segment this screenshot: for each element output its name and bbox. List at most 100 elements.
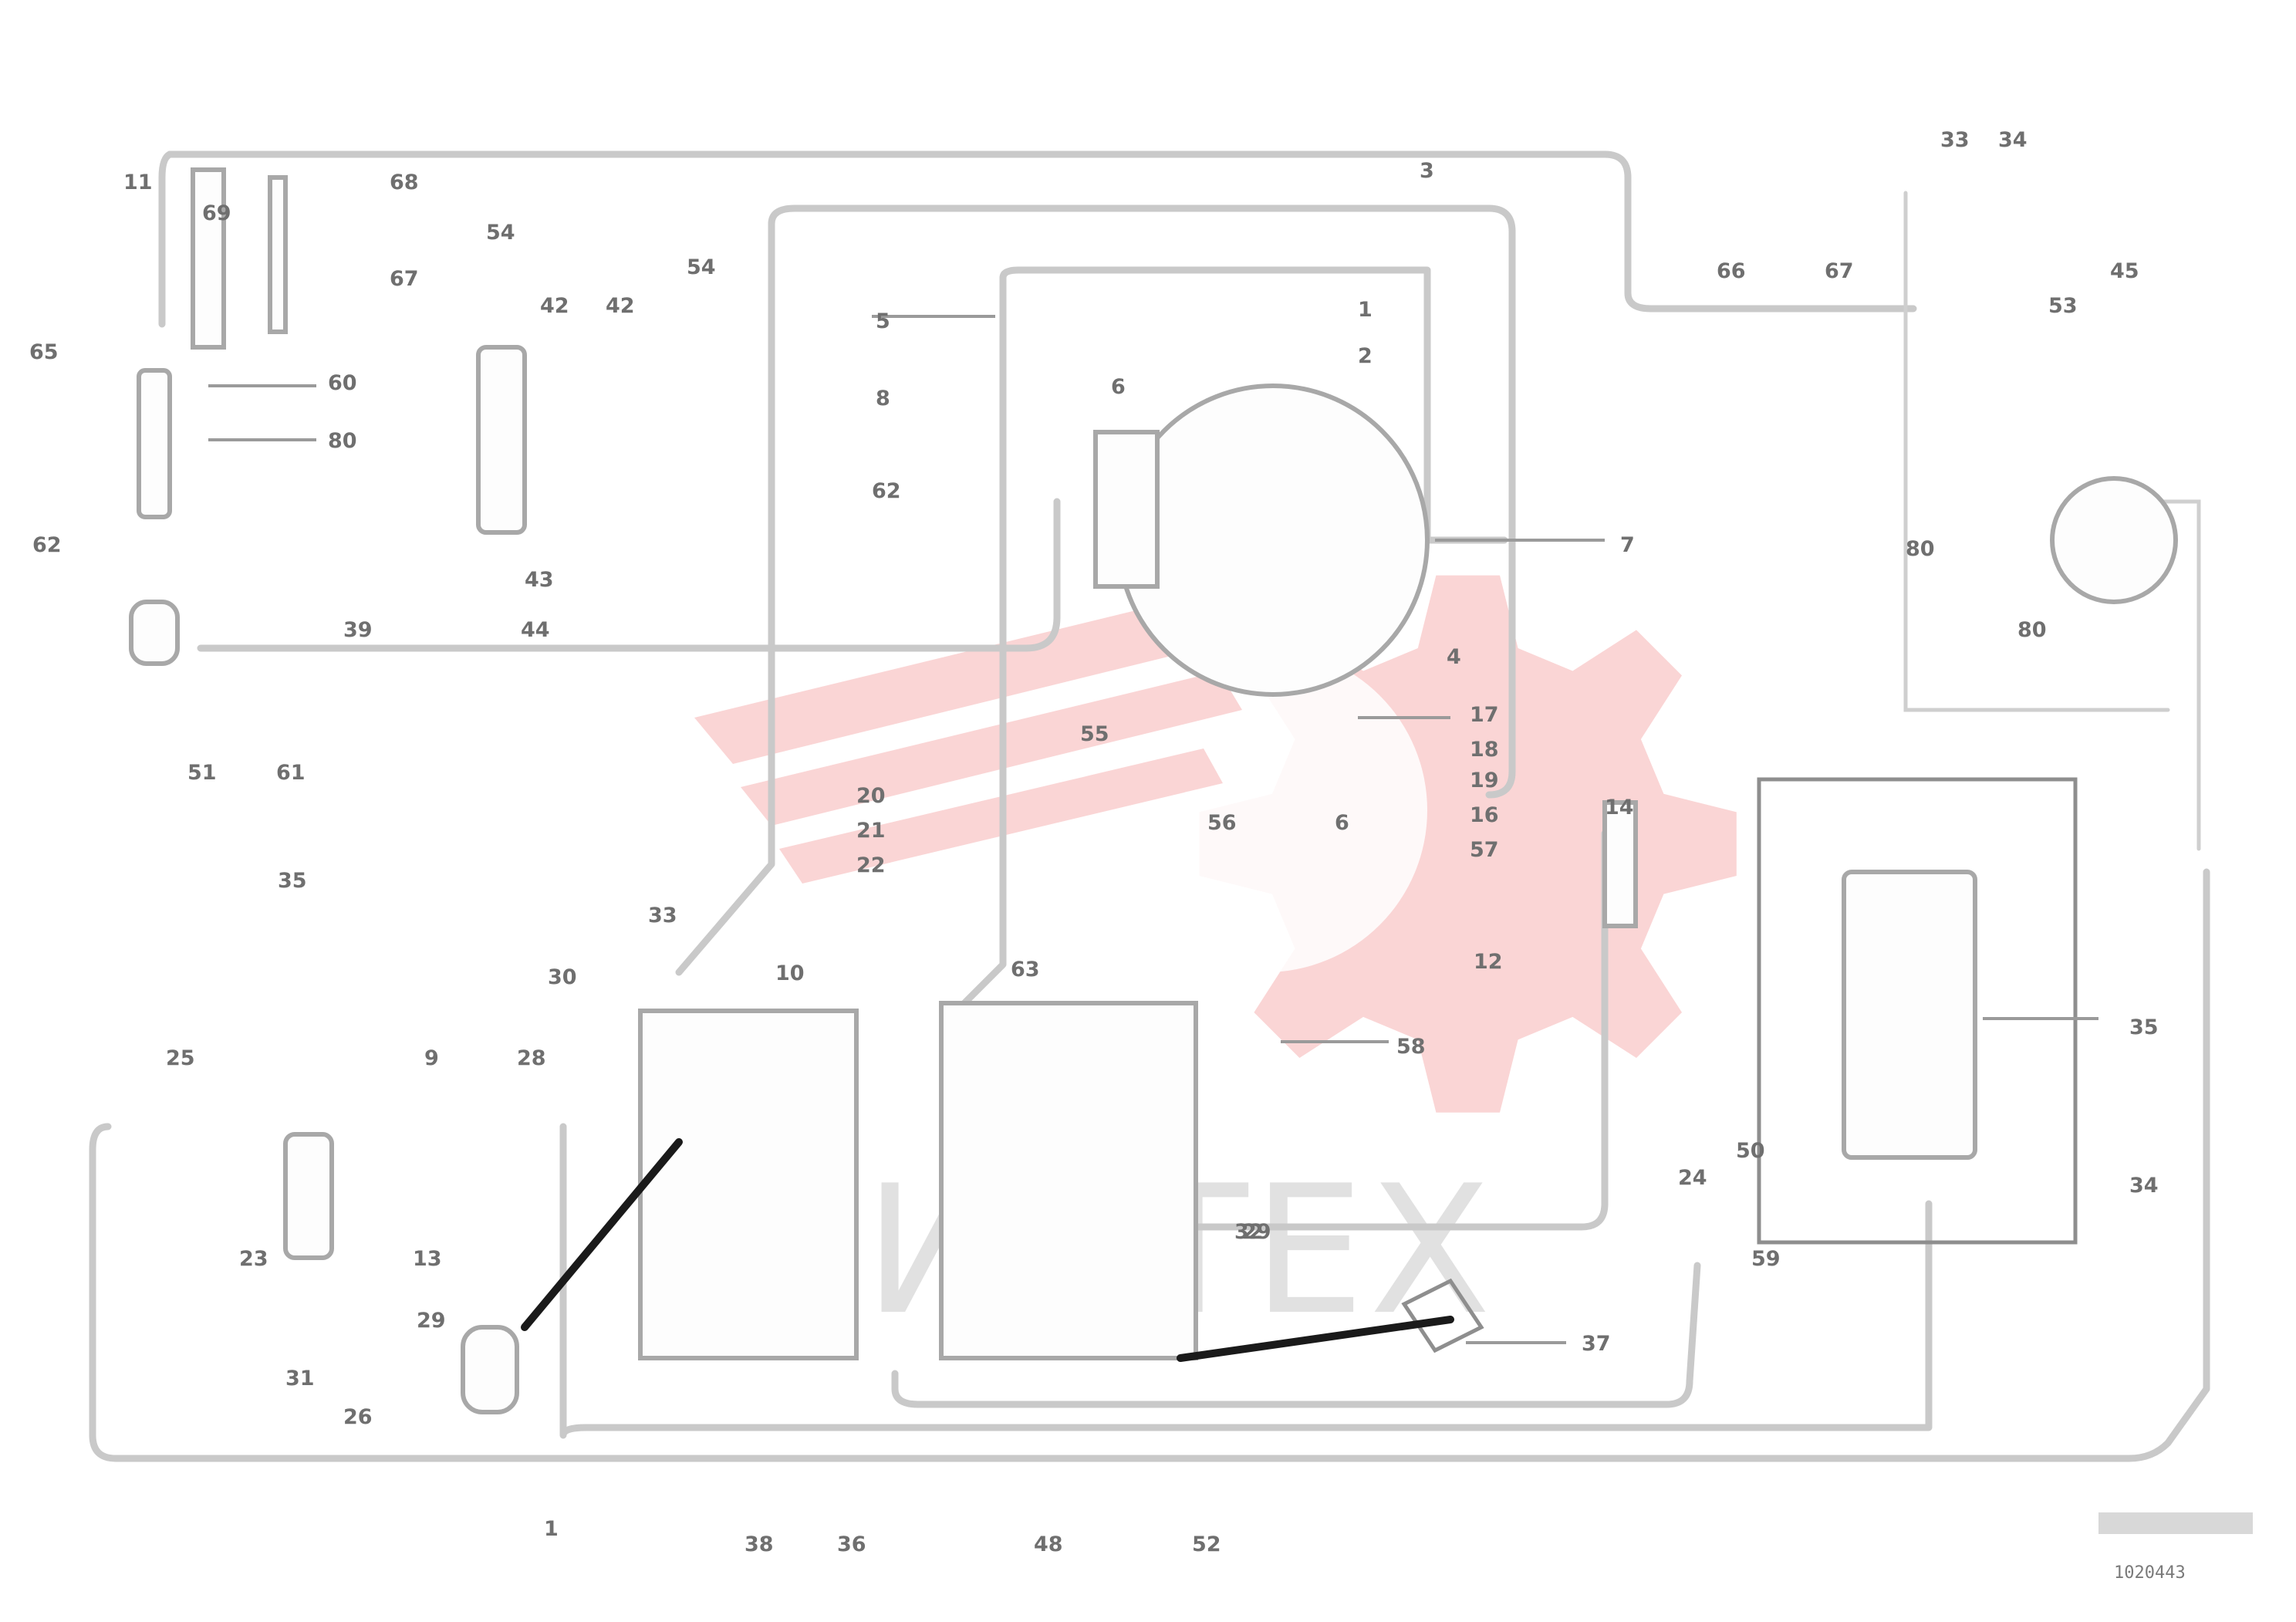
callout-label: 11	[123, 171, 153, 194]
ground-cable-right	[1177, 1316, 1454, 1362]
callout-label: 66	[1717, 259, 1746, 283]
upper-left-drop	[158, 150, 174, 328]
callout-label: 23	[239, 1247, 268, 1271]
callout-label: 80	[2017, 618, 2047, 642]
callout-label: 51	[187, 761, 217, 785]
leader-lines	[208, 315, 2098, 1344]
callout-label: 14	[1605, 796, 1634, 819]
callout-label: 52	[1192, 1532, 1221, 1556]
callout-label: 16	[1470, 803, 1499, 827]
central-hub	[1116, 384, 1430, 697]
sensor-bottom-left	[461, 1325, 519, 1414]
callout-label: 22	[856, 853, 886, 877]
callout-label: 63	[1011, 958, 1040, 982]
callout-label: 19	[1470, 769, 1499, 792]
inner-frame-loop	[768, 204, 1516, 799]
callout-label: 10	[775, 961, 805, 985]
harness-wires	[89, 150, 2210, 1462]
callout-label: 21	[856, 819, 886, 843]
battery	[1842, 870, 1977, 1160]
callout-label: 35	[2129, 1015, 2159, 1039]
callout-label: 60	[328, 371, 357, 395]
callout-label: 69	[202, 201, 231, 225]
callout-label: 53	[2048, 294, 2078, 318]
callout-label: 50	[1736, 1139, 1765, 1163]
alternator	[2050, 476, 2178, 604]
starter-relay	[1401, 1278, 1484, 1353]
callout-label: 61	[276, 761, 306, 785]
callout-label: 31	[285, 1367, 315, 1391]
callout-label: 44	[521, 618, 550, 642]
bottom-middle-run	[891, 1262, 1701, 1408]
callout-label: 68	[390, 171, 419, 194]
callout-label: 17	[1470, 703, 1499, 727]
callout-label: 80	[328, 429, 357, 453]
callout-label: 12	[1474, 950, 1503, 974]
callout-label: 62	[872, 479, 901, 503]
callout-label: 1	[544, 1517, 559, 1541]
callout-label: 25	[166, 1046, 195, 1070]
callout-label: 33	[648, 904, 677, 928]
callout-label: 32	[1234, 1220, 1264, 1244]
callout-label: 1	[1358, 298, 1373, 322]
sensor-left	[129, 600, 180, 666]
callout-label: 8	[876, 387, 890, 411]
callout-label: 29	[417, 1309, 446, 1333]
engine-block-right	[939, 1001, 1198, 1360]
callout-label: 55	[1080, 722, 1109, 746]
relay-box-2	[268, 175, 288, 334]
callout-label: 2	[1358, 344, 1373, 368]
watermark-swoosh-2	[741, 671, 1242, 826]
battery-frame	[1757, 777, 2078, 1245]
callout-label: 34	[1998, 128, 2028, 152]
callout-label: 37	[1582, 1332, 1611, 1356]
right-tall-wire	[2158, 499, 2201, 851]
callout-label: 6	[1111, 375, 1126, 399]
callout-label: 62	[32, 533, 62, 557]
callout-label: 35	[278, 869, 307, 893]
callout-label: 80	[1906, 537, 1935, 561]
callout-label: 43	[525, 568, 554, 592]
hub-connector	[1093, 430, 1160, 589]
callout-label: 26	[343, 1405, 373, 1429]
horizontal-main-run	[197, 498, 1061, 652]
callout-label: 6	[1335, 811, 1349, 835]
engine-block-left	[638, 1009, 859, 1360]
connector-block-left	[137, 368, 172, 519]
callout-label: 28	[517, 1046, 546, 1070]
callout-label: 48	[1034, 1532, 1063, 1556]
callout-label: 9	[424, 1046, 439, 1070]
callout-label: 36	[837, 1532, 866, 1556]
callout-label: 13	[413, 1247, 442, 1271]
callout-label: 57	[1470, 838, 1499, 862]
callout-label: 39	[343, 618, 373, 642]
callout-label: 38	[745, 1532, 774, 1556]
bottom-inner-loop	[559, 1123, 1933, 1439]
right-inner-wire	[1903, 191, 2170, 712]
callout-label: 29	[1242, 1220, 1271, 1244]
reference-stamp-bar	[2098, 1512, 2253, 1534]
callout-label: 7	[1620, 533, 1635, 557]
right-vertical-run	[999, 830, 1609, 1231]
callout-label: 42	[606, 294, 635, 318]
bottom-loop	[89, 868, 2210, 1462]
callout-label: 56	[1207, 811, 1237, 835]
watermark-gear-hub	[1103, 648, 1427, 972]
connector-block-top	[476, 345, 527, 535]
fuse-holder	[283, 1132, 334, 1260]
callout-label: 54	[687, 255, 716, 279]
callout-label: 42	[540, 294, 569, 318]
callout-label: 24	[1678, 1166, 1707, 1190]
inner-left-drop	[961, 274, 1007, 1007]
callout-label: 65	[29, 340, 59, 364]
callout-label: 30	[548, 965, 577, 989]
callout-label: 5	[876, 309, 890, 333]
callout-label: 45	[2110, 259, 2139, 283]
left-vertical-run	[675, 220, 775, 976]
callout-label: 67	[390, 267, 419, 291]
callout-label: 34	[2129, 1174, 2159, 1198]
callout-label: 33	[1940, 128, 1970, 152]
callout-label: 18	[1470, 738, 1499, 762]
reference-code: 1020443	[2114, 1563, 2186, 1583]
